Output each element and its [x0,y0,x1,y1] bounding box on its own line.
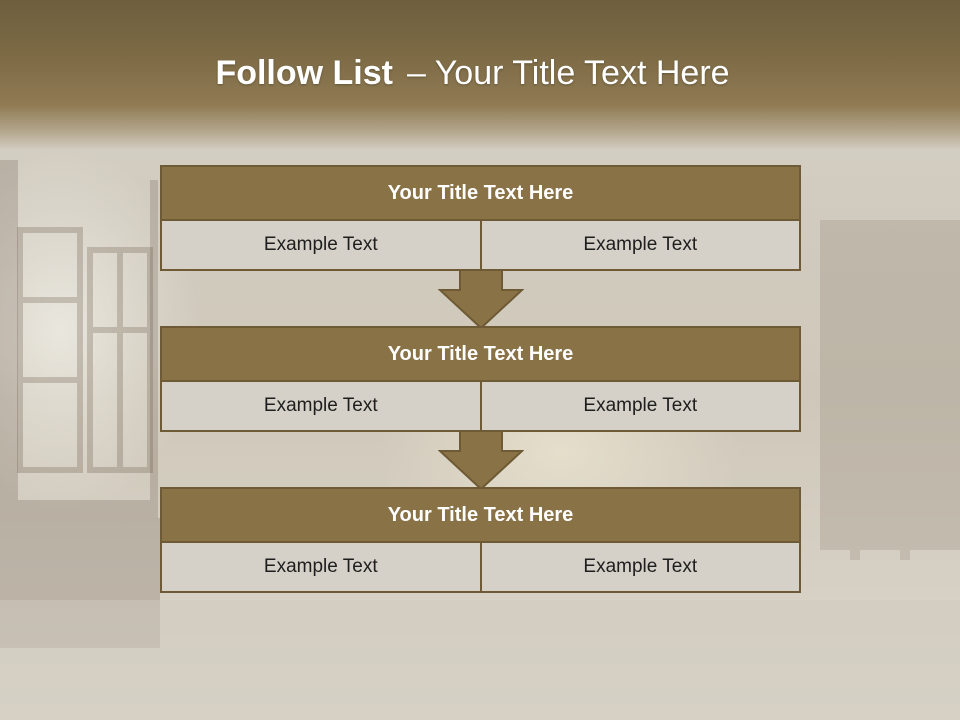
step-block-2: Your Title Text Here Example Text Exampl… [160,326,801,432]
step-row: Example Text Example Text [160,221,801,271]
step-block-3: Your Title Text Here Example Text Exampl… [160,487,801,593]
step-header: Your Title Text Here [160,165,801,221]
step-row: Example Text Example Text [160,382,801,432]
step-row: Example Text Example Text [160,543,801,593]
step-header: Your Title Text Here [160,326,801,382]
step-cell-left: Example Text [160,221,482,271]
step-cell-left: Example Text [160,382,482,432]
slide-title-bold: Follow List [215,54,393,92]
step-cell-right: Example Text [479,543,801,593]
title-band [0,0,960,150]
step-header: Your Title Text Here [160,487,801,543]
step-cell-right: Example Text [479,221,801,271]
step-cell-left: Example Text [160,543,482,593]
step-block-1: Your Title Text Here Example Text Exampl… [160,165,801,271]
down-arrow-icon [438,270,524,330]
step-cell-right: Example Text [479,382,801,432]
slide-title-rest: – Your Title Text Here [406,54,730,92]
down-arrow-icon [438,431,524,491]
slide-title: Follow List – Your Title Text Here [0,54,945,93]
